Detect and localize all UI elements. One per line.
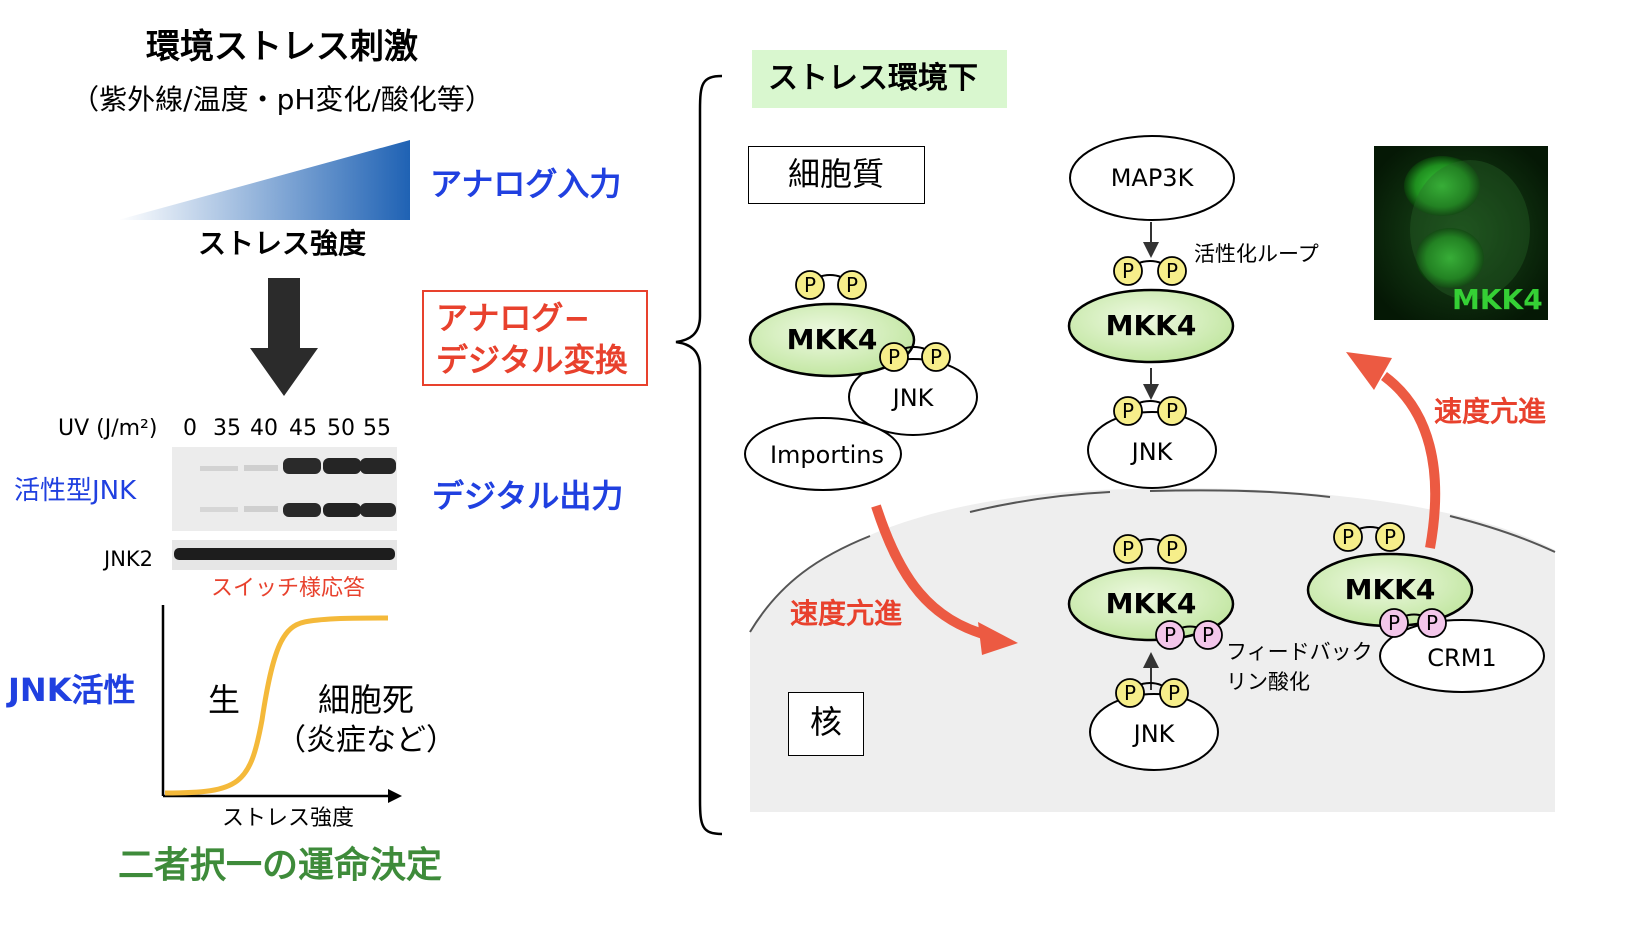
jnk-node-nucleus	[1089, 693, 1219, 771]
uv-dose-label: UV (J/m²)	[58, 416, 158, 441]
life-label: 生	[208, 681, 241, 719]
digital-output-label: デジタル出力	[432, 477, 624, 515]
conversion-box	[422, 290, 648, 386]
stimulus-title: 環境ストレス刺激	[146, 27, 418, 67]
nucleus-label: 核	[809, 703, 843, 741]
cytoplasm-label: 細胞質	[787, 155, 885, 193]
curve-x-label: ストレス強度	[221, 806, 355, 831]
mkk4-label-2: MKK4	[1105, 309, 1197, 342]
jnk-label-1: JNK	[892, 384, 934, 412]
import-speedup-label: 速度亢進	[790, 597, 903, 630]
crm1-label: CRM1	[1427, 644, 1497, 672]
cytoplasm-box	[748, 146, 925, 204]
sigmoid-curve	[164, 615, 389, 796]
mkk4-label-3: MKK4	[1105, 587, 1197, 620]
switch-response-label: スイッチ様応答	[210, 576, 366, 601]
micrograph-label: MKK4	[1452, 283, 1543, 316]
crm1-node	[1379, 619, 1545, 693]
jnk-node-cytoplasm-complex	[848, 358, 978, 436]
stimulus-examples: （紫外線/温度・pH変化/酸化等）	[71, 83, 493, 116]
jnk-label-3: JNK	[1133, 720, 1175, 748]
jnk2-label: JNK2	[104, 547, 154, 571]
import-arrow	[871, 504, 992, 641]
map3k-node	[1069, 135, 1235, 221]
dose-0: 0	[183, 416, 197, 441]
jnk-activity-label: JNK活性	[8, 671, 136, 709]
activation-loop-label: 活性化ループ	[1194, 242, 1319, 266]
analog-input-label: アナログ入力	[430, 165, 622, 203]
jnk-label-2: JNK	[1131, 438, 1173, 466]
export-arrow	[1380, 371, 1441, 549]
stress-intensity-label: ストレス強度	[197, 227, 367, 260]
mkk4-node-nucleus	[1067, 566, 1235, 642]
feedback-label-1: フィードバック	[1226, 640, 1373, 664]
death-label: 細胞死	[317, 681, 415, 719]
map3k-label: MAP3K	[1110, 164, 1194, 192]
death-example-label: （炎症など）	[276, 723, 456, 758]
dose-55: 55	[363, 416, 391, 441]
active-jnk-label: 活性型JNK	[14, 476, 137, 506]
fate-decision-label: 二者択一の運命決定	[117, 845, 443, 886]
conversion-line2: デジタル変換	[436, 341, 628, 379]
importins-label: Importins	[769, 441, 885, 469]
dose-35: 35	[213, 416, 241, 441]
stress-env-label: ストレス環境下	[768, 61, 978, 96]
export-speedup-label: 速度亢進	[1434, 395, 1547, 428]
analog-input-wedge	[118, 140, 410, 220]
importins-node	[744, 417, 902, 491]
mkk4-node-importin-complex	[748, 302, 916, 378]
dose-50: 50	[327, 416, 355, 441]
jnk-node-cytoplasm	[1087, 411, 1217, 489]
mkk4-node-activated	[1067, 288, 1235, 364]
dose-45: 45	[289, 416, 317, 441]
dose-40: 40	[250, 416, 278, 441]
mkk4-label-4: MKK4	[1344, 573, 1436, 606]
mkk4-label-1: MKK4	[786, 323, 878, 356]
conversion-line1: アナログ−	[436, 299, 591, 337]
stress-env-box	[752, 50, 1007, 108]
down-arrow-icon	[250, 278, 318, 396]
feedback-label-2: リン酸化	[1226, 670, 1310, 694]
nucleus-box	[788, 692, 864, 756]
brace	[675, 74, 723, 836]
